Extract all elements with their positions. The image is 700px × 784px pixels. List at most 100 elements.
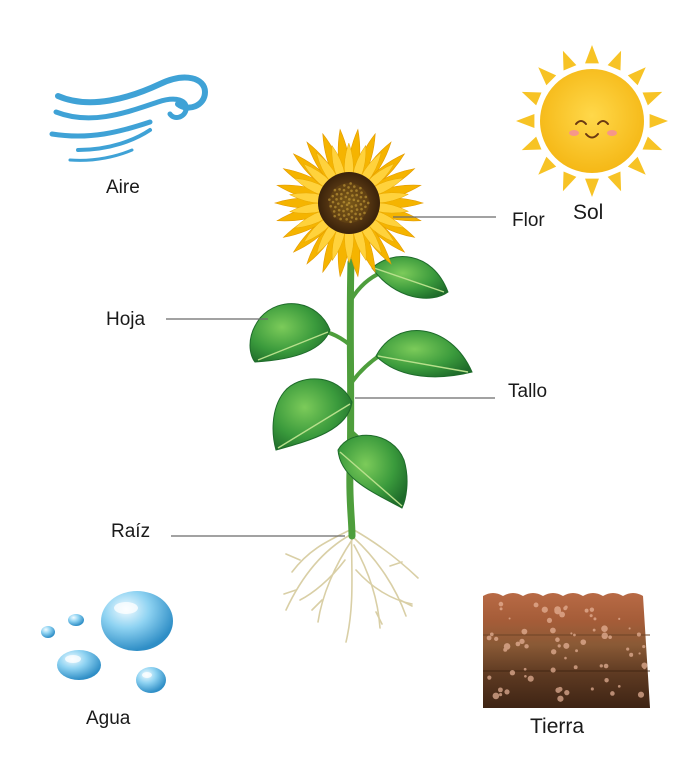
petal <box>303 217 332 243</box>
seed <box>362 199 366 203</box>
soil-speck <box>564 690 570 696</box>
petal <box>293 177 326 196</box>
seed <box>356 199 360 203</box>
soil-speck <box>508 617 511 620</box>
seed <box>349 182 352 185</box>
soil-speck <box>601 632 608 640</box>
petal <box>375 192 410 204</box>
seed <box>355 193 358 197</box>
seed <box>347 186 350 189</box>
soil-speck <box>590 687 594 691</box>
petal <box>344 142 354 176</box>
leaf-upper-right <box>371 256 449 299</box>
stem-label: Tallo <box>508 381 547 402</box>
soil-speck <box>533 602 539 608</box>
sun-ray <box>562 50 577 71</box>
seed <box>343 184 346 187</box>
seed <box>359 203 363 206</box>
soil-speck <box>563 642 570 649</box>
soil-speck <box>524 674 527 678</box>
seed <box>359 195 363 199</box>
petal <box>302 163 332 189</box>
seed <box>331 194 335 198</box>
soil-speck <box>550 649 557 655</box>
petal <box>288 202 323 214</box>
seed <box>329 204 333 208</box>
soil-speck <box>497 687 503 693</box>
sun-ray <box>521 91 542 106</box>
petal <box>360 223 382 255</box>
soil-speck <box>599 664 603 668</box>
seed <box>359 186 362 190</box>
sun-ray <box>642 91 663 106</box>
seed <box>344 195 348 199</box>
petal <box>293 210 326 229</box>
soil-speck <box>628 627 631 630</box>
seed <box>354 212 357 216</box>
seed <box>337 208 341 212</box>
soil-speck <box>557 644 561 648</box>
petal <box>288 192 323 204</box>
seed <box>340 204 344 208</box>
seed <box>353 185 356 188</box>
seed <box>328 198 331 201</box>
soil-speck <box>563 606 568 611</box>
soil-speck <box>509 670 516 676</box>
soil-speck <box>618 617 621 620</box>
seed <box>346 207 349 211</box>
soil-speck <box>486 635 492 641</box>
sun-ray <box>607 171 622 192</box>
soil-speck <box>637 691 645 698</box>
leaf-upper-left <box>249 303 331 363</box>
soil-speck <box>494 636 499 642</box>
seed <box>351 194 354 197</box>
seed <box>339 217 342 221</box>
seed <box>354 217 358 221</box>
soil-speck <box>608 635 612 640</box>
seed <box>358 213 362 216</box>
sunflower-head <box>273 128 425 278</box>
sunflower-plant <box>249 128 473 643</box>
seed <box>364 195 368 199</box>
soil-speck <box>554 606 561 613</box>
soil-speck <box>589 614 593 618</box>
sun-ray <box>627 156 646 175</box>
soil-speck <box>636 632 641 637</box>
soil-speck <box>626 647 630 651</box>
soil-speck <box>580 639 587 645</box>
sun-ray <box>516 114 535 128</box>
seed <box>355 208 359 211</box>
seed <box>359 217 363 220</box>
seed <box>366 201 370 205</box>
soil-speck <box>521 628 528 635</box>
seed <box>350 189 353 193</box>
seed <box>338 187 341 191</box>
seed <box>348 198 351 201</box>
sun-ray <box>585 45 599 64</box>
soil-speck <box>499 607 503 611</box>
seed <box>342 209 345 213</box>
leaf-middle-left <box>272 378 353 451</box>
water-drops-icon <box>41 591 173 693</box>
seed <box>342 214 346 217</box>
soil-speck <box>603 663 609 669</box>
seed <box>333 188 337 192</box>
seed <box>354 204 358 207</box>
seed <box>350 216 354 219</box>
sun-ray <box>607 50 622 71</box>
soil-speck <box>573 633 576 637</box>
seed <box>342 200 346 204</box>
soil-speck <box>638 652 641 655</box>
seed <box>339 197 343 200</box>
seed <box>349 220 352 224</box>
soil-cross-section-icon <box>483 593 650 708</box>
soil-speck <box>527 675 534 682</box>
soil-speck <box>573 665 578 670</box>
seed <box>355 189 358 192</box>
seed <box>347 213 350 216</box>
sun-ray <box>642 136 663 151</box>
seed <box>364 205 367 209</box>
petal <box>352 228 367 262</box>
seed <box>363 211 366 215</box>
